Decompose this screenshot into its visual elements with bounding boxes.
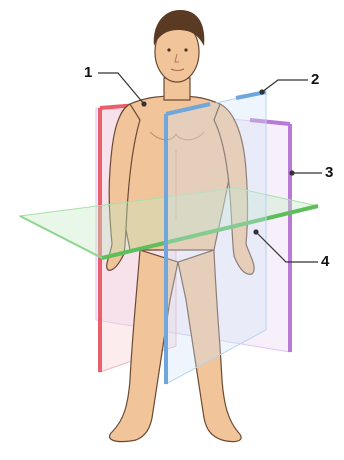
label-2: 2 [311, 72, 319, 87]
leader-line-1 [98, 73, 144, 104]
label-3: 3 [325, 165, 333, 180]
leader-line-2 [262, 80, 308, 92]
label-4: 4 [321, 254, 329, 269]
label-1: 1 [84, 65, 92, 80]
